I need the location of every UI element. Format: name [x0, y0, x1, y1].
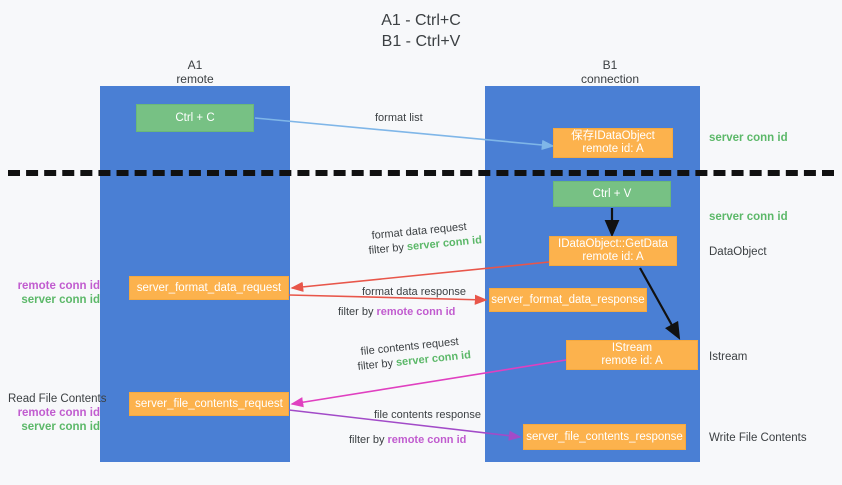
title-line-1: A1 - Ctrl+C [381, 12, 461, 29]
node-ctrl-v[interactable]: Ctrl + V [553, 181, 671, 207]
node-idataobject-getdata[interactable]: IDataObject::GetData remote id: A [549, 236, 677, 266]
node-server-format-data-request-label: server_format_data_request [136, 281, 282, 294]
edge-label-format-list: format list [375, 112, 423, 124]
page-title: A1 - Ctrl+C B1 - Ctrl+V [0, 10, 842, 52]
node-idataobject-getdata-label: IDataObject::GetData [558, 238, 668, 250]
node-ctrl-c[interactable]: Ctrl + C [136, 104, 254, 132]
lane-header-a1: A1 remote [130, 58, 260, 86]
node-server-format-data-response-label: server_format_data_response [491, 293, 645, 306]
node-save-idataobject-subtext: remote id: A [582, 143, 644, 155]
lane-b1-role: connection [580, 72, 640, 86]
node-server-file-contents-response-label: server_file_contents_response [526, 430, 683, 443]
annotation-dataobject: DataObject [709, 246, 767, 258]
node-istream-label: IStream [611, 342, 653, 354]
node-istream-subtext: remote id: A [601, 355, 663, 367]
lane-a1-role: remote [176, 72, 214, 86]
annotation-write-file-contents: Write File Contents [709, 432, 807, 444]
node-server-file-contents-request[interactable]: server_file_contents_request [129, 392, 289, 416]
annotation-remote-conn-id-lower: remote conn id [17, 407, 100, 419]
node-idataobject-getdata-subtext: remote id: A [582, 251, 644, 263]
node-ctrl-v-label: Ctrl + V [592, 187, 632, 200]
filter-prefix: filter by [357, 356, 397, 373]
lane-header-b1: B1 connection [545, 58, 675, 86]
lane-b1-name: B1 [602, 58, 618, 72]
filter-token-remote-conn-id: remote conn id [376, 306, 456, 318]
node-save-idataobject[interactable]: 保存IDataObject remote id: A [553, 128, 673, 158]
filter-prefix: filter by [368, 241, 408, 257]
node-server-format-data-response[interactable]: server_format_data_response [489, 288, 647, 312]
lane-a1-name: A1 [187, 58, 203, 72]
node-istream[interactable]: IStream remote id: A [566, 340, 698, 370]
node-server-format-data-request[interactable]: server_format_data_request [129, 276, 289, 300]
filter-prefix: filter by [338, 306, 377, 318]
node-server-file-contents-request-label: server_file_contents_request [135, 397, 283, 410]
edge-label-file-contents-response-filter: filter by remote conn id [349, 433, 466, 447]
edge-label-format-data-response-filter: filter by remote conn id [338, 305, 455, 319]
annotation-remote-conn-id-upper: remote conn id [17, 280, 100, 292]
edge-label-file-contents-response: file contents response [374, 409, 482, 421]
annotation-server-conn-id-lower: server conn id [21, 421, 100, 433]
annotation-server-conn-id-top: server conn id [709, 132, 788, 144]
annotation-conn-ids-upper: remote conn id server conn id [8, 279, 100, 307]
annotation-read-file-contents: Read File Contents [8, 393, 107, 405]
annotation-istream: Istream [709, 351, 748, 363]
annotation-server-conn-id-upper: server conn id [21, 294, 100, 306]
phase-divider [8, 170, 834, 176]
filter-prefix: filter by [349, 434, 388, 446]
title-line-2: B1 - Ctrl+V [381, 33, 461, 50]
annotation-read-file-block: Read File Contents remote conn id server… [8, 392, 128, 434]
node-server-file-contents-response[interactable]: server_file_contents_response [523, 424, 686, 450]
annotation-server-conn-id-mid: server conn id [709, 211, 788, 223]
filter-token-remote-conn-id: remote conn id [387, 434, 467, 446]
node-save-idataobject-label: 保存IDataObject [571, 130, 655, 142]
node-ctrl-c-label: Ctrl + C [175, 111, 215, 124]
edge-label-format-data-response: format data response [362, 286, 466, 298]
